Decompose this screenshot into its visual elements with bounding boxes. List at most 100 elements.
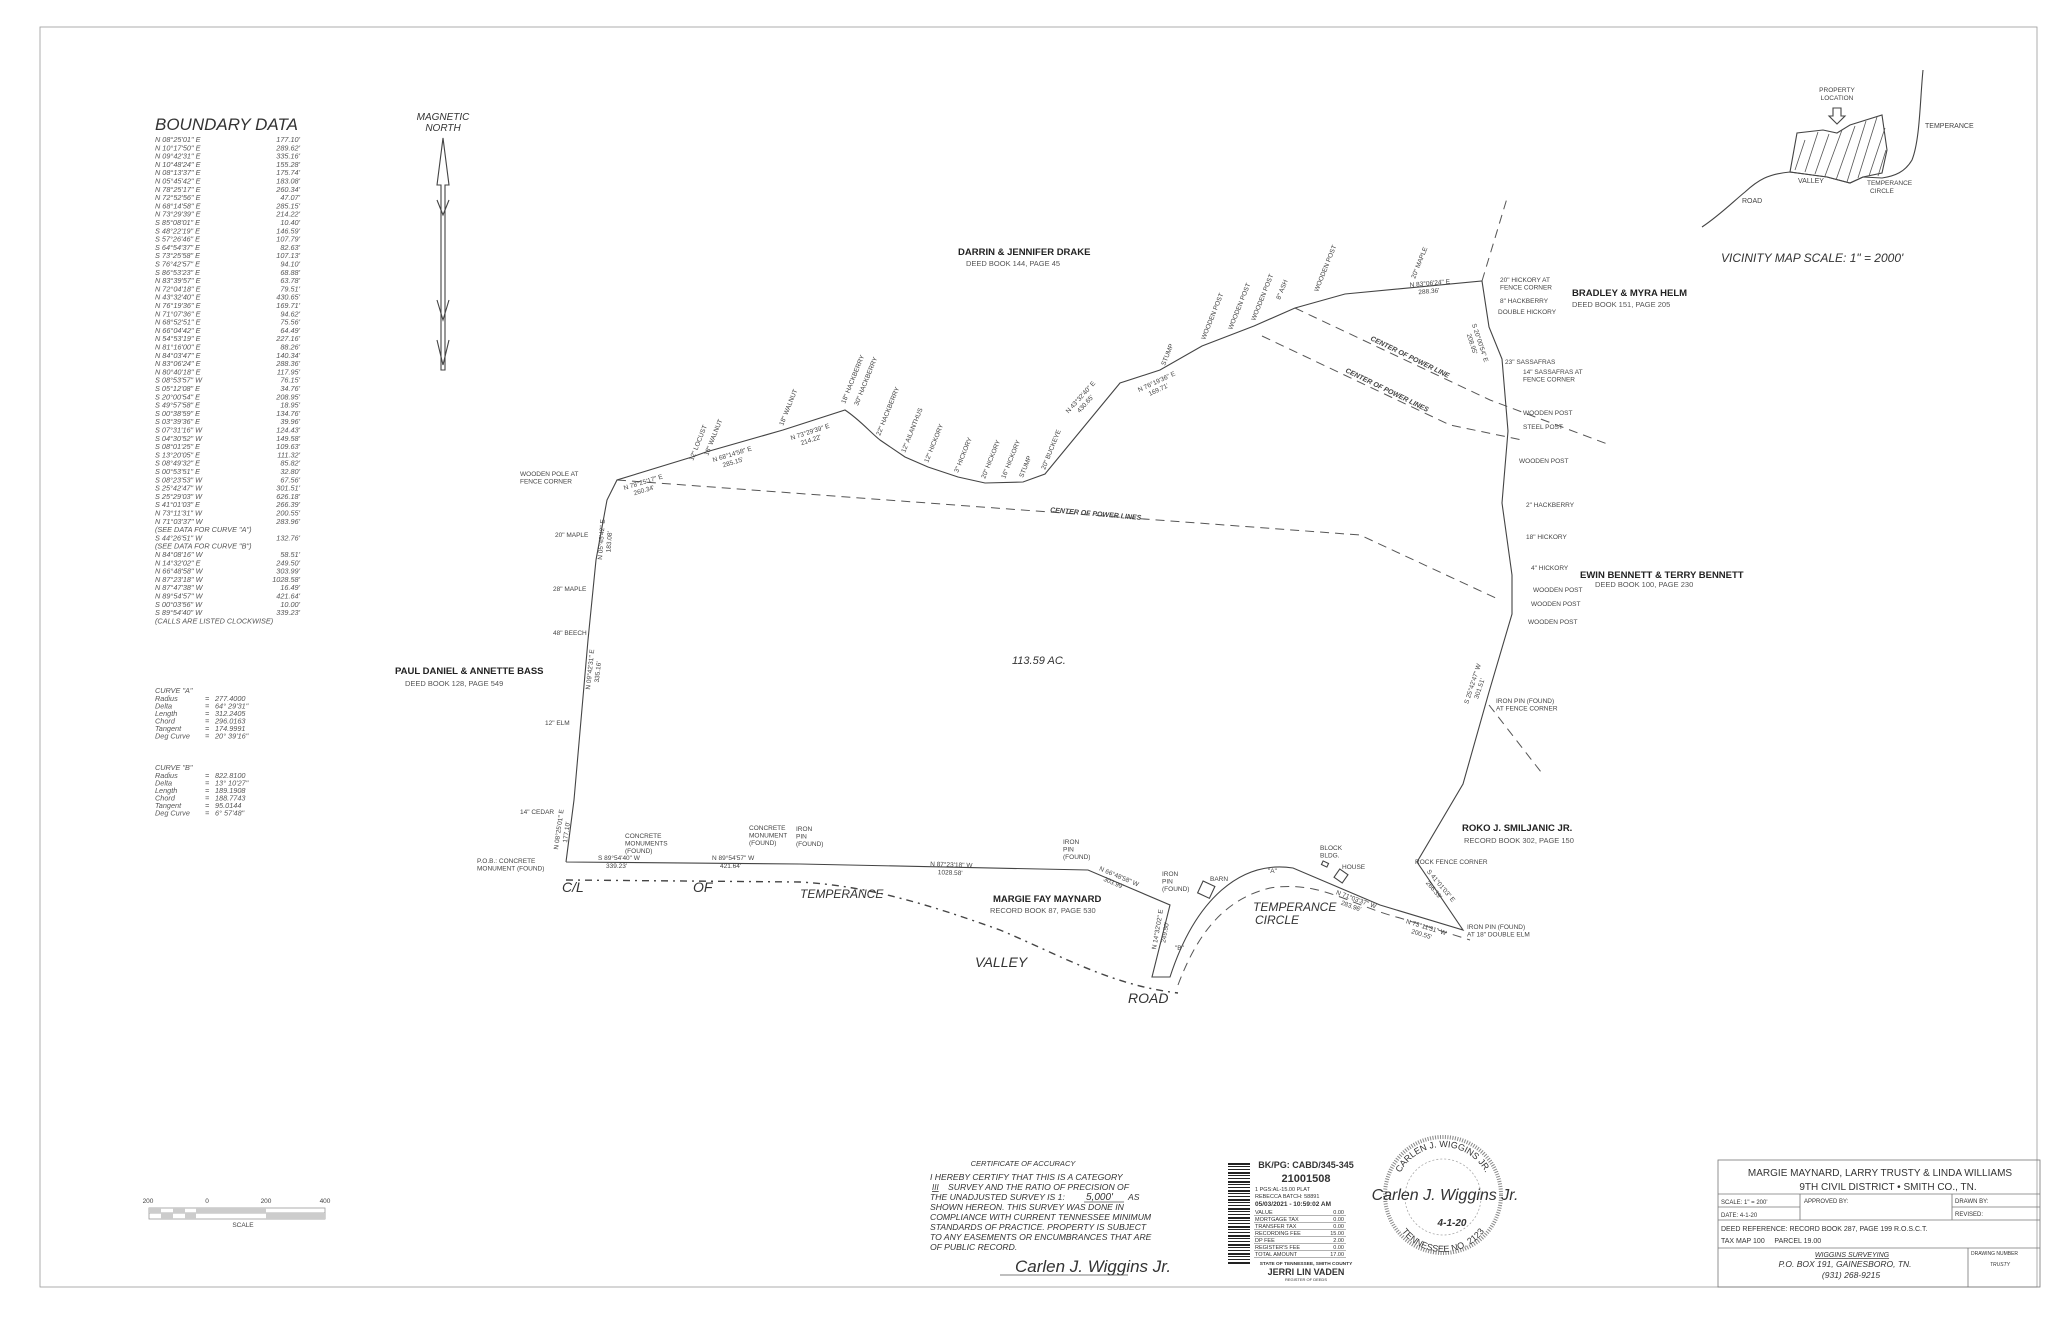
boundary-bearing: N 68°14'58" E [155, 201, 201, 210]
road-label: C/L [562, 879, 584, 895]
boundary-distance: 64.49' [280, 326, 300, 335]
company-phone: (931) 268-9215 [1822, 1270, 1880, 1280]
curve-eq: = [205, 801, 210, 810]
north-arrow: MAGNETIC NORTH [417, 112, 470, 371]
boundary-bearing: N 84°08'16" W [155, 550, 204, 559]
sheet-border [39, 26, 2038, 1288]
boundary-distance: 149.58' [276, 434, 300, 443]
boundary-distance: 301.51' [276, 484, 300, 493]
boundary-distance: 82.63' [280, 243, 300, 252]
boundary-bearing: N 72°04'18" E [155, 284, 201, 293]
boundary-marker-label: 4" HICKORY [1531, 565, 1569, 572]
boundary-bearing: N 68°52'51" E [155, 318, 201, 327]
boundary-marker-label: 48" BEECH [553, 630, 587, 637]
boundary-distance: 32.80' [280, 467, 300, 476]
seal-top-text: CARLEN J. WIGGINS JR. [1393, 1139, 1492, 1174]
barcode [1228, 1163, 1250, 1264]
deed-reference: DEED BOOK 151, PAGE 205 [1572, 300, 1670, 309]
boundary-marker-label: (FOUND) [749, 840, 776, 847]
title-owners: MARGIE MAYNARD, LARRY TRUSTY & LINDA WIL… [1748, 1168, 2012, 1179]
call-bearing: N 89°54'57" W [712, 854, 755, 862]
tree-marker-label: 20" BUCKEYE [1040, 428, 1063, 471]
boundary-marker-label: 12" ELM [545, 720, 570, 727]
deed-reference: RECORD BOOK 87, PAGE 530 [990, 906, 1096, 915]
boundary-data-title: BOUNDARY DATA [155, 115, 298, 134]
boundary-bearing: N 84°03'47" E [155, 351, 201, 360]
curve-value: 189.1908 [215, 786, 246, 795]
boundary-marker-label: IRON [796, 826, 813, 833]
curve-value: 64° 29'31" [215, 702, 249, 711]
boundary-marker-label: AT 18" DOUBLE ELM [1467, 932, 1530, 939]
curve-param: Tangent [155, 801, 182, 810]
fee-label: DP FEE [1255, 1238, 1275, 1244]
acreage-label: 113.59 AC. [1012, 655, 1066, 667]
curve-title: CURVE "B" [155, 763, 193, 772]
power-line [1488, 704, 1542, 773]
curve-param: Radius [155, 771, 178, 780]
boundary-distance: 283.96' [275, 517, 300, 526]
north-arrow-icon [436, 199, 450, 366]
svg-text:TENNESSEE NO. 2123: TENNESSEE NO. 2123 [1400, 1226, 1486, 1254]
boundary-marker-label: CONCRETE [625, 833, 662, 840]
boundary-marker-label: PIN [1162, 879, 1173, 886]
road-label: OF [693, 879, 714, 895]
boundary-bearing: N 05°45'42" E [155, 177, 201, 186]
company-name: WIGGINS SURVEYING [1815, 1252, 1890, 1259]
curve-param: Chord [155, 717, 176, 726]
boundary-bearing: S 57°26'46" E [155, 235, 200, 244]
boundary-distance: 208.95' [275, 392, 300, 401]
power-line [1261, 335, 1523, 441]
owner-name: EWIN BENNETT & TERRY BENNETT [1580, 570, 1744, 581]
boundary-distance: 227.16' [275, 334, 300, 343]
curve-param: Chord [155, 794, 176, 803]
boundary-distance: 430.65' [276, 293, 300, 302]
certificate-line: OF PUBLIC RECORD. [930, 1242, 1017, 1252]
boundary-distance: 18.95' [280, 401, 300, 410]
fee-label: MORTGAGE TAX [1255, 1217, 1299, 1223]
power-line [616, 479, 1501, 601]
company-address: P.O. BOX 191, GAINESBORO, TN. [1778, 1259, 1911, 1269]
curve-eq: = [205, 694, 210, 703]
boundary-marker-label: IRON [1063, 839, 1080, 846]
boundary-distance: 39.96' [280, 417, 300, 426]
boundary-bearing: S 41°01'03" E [155, 500, 200, 509]
tree-marker-label: 12" HICKORY [923, 423, 945, 464]
recording-stamp: BK/PG: CABD/345-345 21001508 1 PGS:AL-15… [1228, 1160, 1354, 1282]
call-distance: 1028.58' [938, 869, 963, 877]
boundary-distance: 88.26' [280, 343, 300, 352]
boundary-bearing: S 25°29'03" W [155, 492, 203, 501]
certificate-of-accuracy: CERTIFICATE OF ACCURACY I HEREBY CERTIFY… [930, 1159, 1171, 1276]
boundary-distance: 10.00' [280, 600, 300, 609]
boundary-marker-label: (FOUND) [796, 841, 823, 848]
boundary-distance: 169.71' [276, 301, 300, 310]
call-distance: 249.50' [1160, 921, 1171, 943]
boundary-marker-label: STEEL POST [1523, 424, 1563, 431]
boundary-marker-label: 18" HICKORY [1526, 534, 1568, 541]
recording-state: STATE OF TENNESSEE, SMITH COUNTY [1260, 1261, 1353, 1267]
boundary-distance: 335.16' [276, 152, 300, 161]
boundary-bearing: N 89°54'57" W [155, 592, 204, 601]
power-line-label: CENTER OF POWER LINE [1369, 336, 1450, 380]
tree-marker-label: 8" ASH [1275, 279, 1289, 301]
boundary-bearing: S 89°54'40" W [155, 608, 203, 617]
instrument-number: 21001508 [1282, 1173, 1331, 1185]
boundary-bearing: N 10°48'24" E [155, 160, 201, 169]
fee-label: TRANSFER TAX [1255, 1224, 1297, 1230]
boundary-marker-label: (FOUND) [625, 848, 652, 855]
curve-eq: = [205, 702, 210, 711]
boundary-bearing: N 08°13'37" E [155, 168, 201, 177]
tree-marker-label: 20" HICKORY [980, 439, 1002, 480]
boundary-marker-label: WOODEN POLE AT [520, 471, 578, 478]
curve-param: Delta [155, 779, 172, 788]
boundary-distance: 34.76' [280, 384, 300, 393]
tree-marker-label: 18" WALNUT [703, 418, 724, 456]
boundary-bearing: N 09°42'31" E [155, 152, 201, 161]
boundary-marker-label: MONUMENT (FOUND) [477, 866, 544, 873]
curve-value: 20° 39'16" [214, 732, 249, 741]
